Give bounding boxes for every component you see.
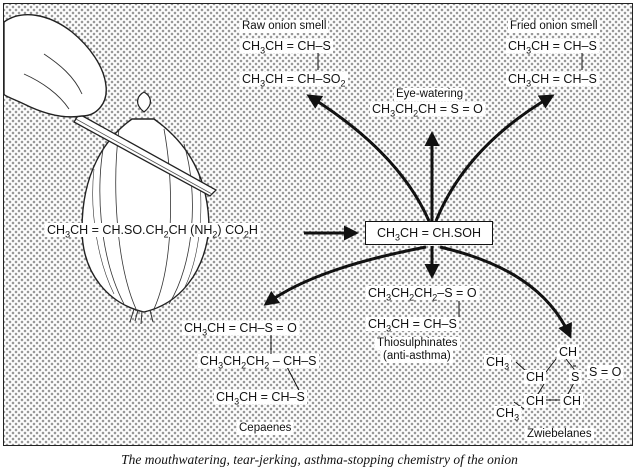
raw-onion-formula-2: CH3CH = CH–SO2: [240, 72, 348, 89]
raw-onion-formula-1: CH3CH = CH–S: [240, 39, 333, 56]
eye-watering-formula: CH3CH2CH = S = O: [370, 102, 485, 119]
eye-watering-label: Eye-watering: [394, 88, 466, 101]
zwiebelane-ch3-top: CH3: [484, 355, 512, 372]
figure-caption: The mouthwatering, tear-jerking, asthma-…: [121, 452, 518, 467]
diagram-artwork: [4, 14, 583, 410]
cepaene-formula-3: CH3CH = CH–S: [214, 390, 307, 407]
cepaene-formula-1: CH3CH = CH–S = O: [182, 321, 299, 338]
fried-onion-formula-2: CH3CH = CH–S: [506, 72, 599, 89]
fried-onion-label: Fried onion smell: [508, 20, 600, 33]
thiosulphinate-formula-2: CH3CH = CH–S: [366, 317, 459, 334]
hand-illustration: [4, 14, 107, 118]
zwiebelane-s2: S = O: [587, 365, 624, 379]
arrow-to-fried-onion: [434, 94, 555, 222]
cepaenes-label: Cepaenes: [237, 422, 294, 435]
zwiebelane-ch-bottom-1: CH: [524, 394, 547, 408]
knife-illustration: [73, 113, 218, 197]
arrow-to-cepaenes: [263, 245, 427, 306]
fried-onion-formula-1: CH3CH = CH–S: [506, 39, 599, 56]
arrow-to-raw-onion: [306, 94, 431, 222]
zwiebelane-ch-bottom-2: CH: [561, 394, 584, 408]
zwiebelane-ch-top: CH: [557, 345, 580, 359]
zwiebelane-ch-left: CH: [524, 370, 547, 384]
raw-onion-label: Raw onion smell: [240, 20, 329, 33]
diagram-panel: CH3CH = CH.SO.CH2CH (NH2) CO2H CH3CH = C…: [3, 3, 633, 446]
precursor-formula: CH3CH = CH.SO.CH2CH (NH2) CO2H: [45, 223, 260, 240]
intermediate-box: CH3CH = CH.SOH: [365, 221, 493, 245]
intermediate-formula: CH3CH = CH.SOH: [376, 226, 482, 243]
thiosulphinates-label: Thiosulphinates: [375, 337, 460, 350]
bond-lines: [270, 51, 583, 410]
cepaene-formula-2: CH3CH2CH2 – CH–S: [198, 354, 319, 371]
zwiebelane-s1: S: [569, 370, 582, 384]
arrow-to-zwiebelanes: [439, 245, 572, 339]
anti-asthma-label: (anti-asthma): [381, 350, 453, 363]
zwiebelanes-label: Zwiebelanes: [525, 428, 594, 441]
zwiebelane-ch3-bottom: CH3: [494, 406, 522, 423]
thiosulphinate-formula-1: CH3CH2CH2–S = O: [366, 286, 479, 303]
onion-illustration: [81, 91, 210, 325]
